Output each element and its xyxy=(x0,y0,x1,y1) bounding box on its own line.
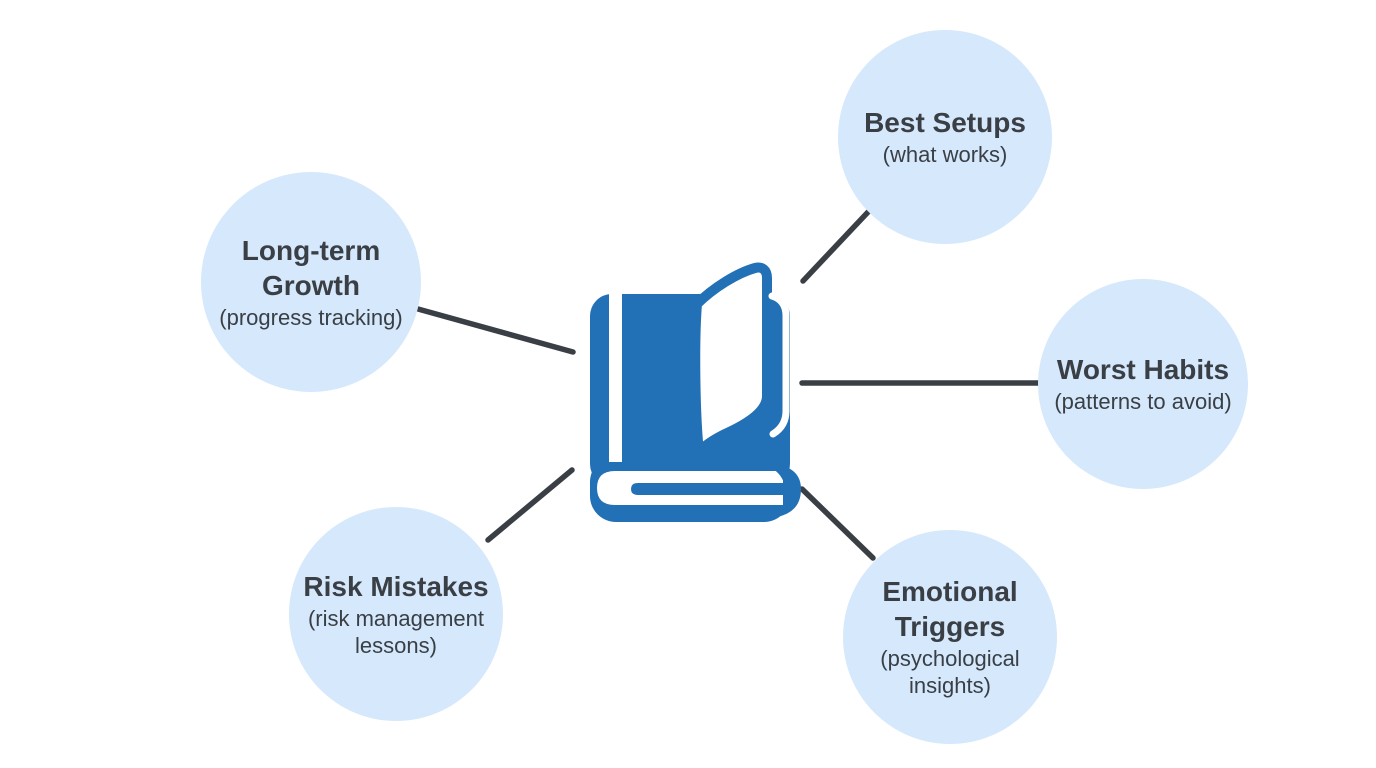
connector-emotional-triggers xyxy=(799,486,876,561)
node-title: Emotional Triggers xyxy=(882,576,1018,643)
book-icon xyxy=(590,262,801,522)
node-best-setups: Best Setups (what works) xyxy=(838,30,1052,244)
node-title: Worst Habits xyxy=(1056,354,1230,386)
node-subtitle: (risk management lessons) xyxy=(307,605,485,658)
node-subtitle: (psychological insights) xyxy=(880,646,1020,698)
connector-best-setups xyxy=(800,208,872,284)
node-subtitle: (what works) xyxy=(882,142,1008,168)
node-subtitle: (patterns to avoid) xyxy=(1054,389,1232,415)
node-worst-habits: Worst Habits (patterns to avoid) xyxy=(1038,279,1248,489)
node-risk-mistakes: Risk Mistakes (risk management lessons) xyxy=(289,507,503,721)
node-title: Best Setups xyxy=(864,107,1026,139)
node-title: Long-term Growth xyxy=(241,234,381,301)
node-title: Risk Mistakes xyxy=(303,570,489,602)
node-subtitle: (progress tracking) xyxy=(219,304,403,330)
node-emotional-triggers: Emotional Triggers (psychological insigh… xyxy=(843,530,1057,744)
connector-long-term-growth xyxy=(415,306,576,355)
node-long-term-growth: Long-term Growth (progress tracking) xyxy=(201,172,421,392)
connector-risk-mistakes xyxy=(485,467,575,543)
